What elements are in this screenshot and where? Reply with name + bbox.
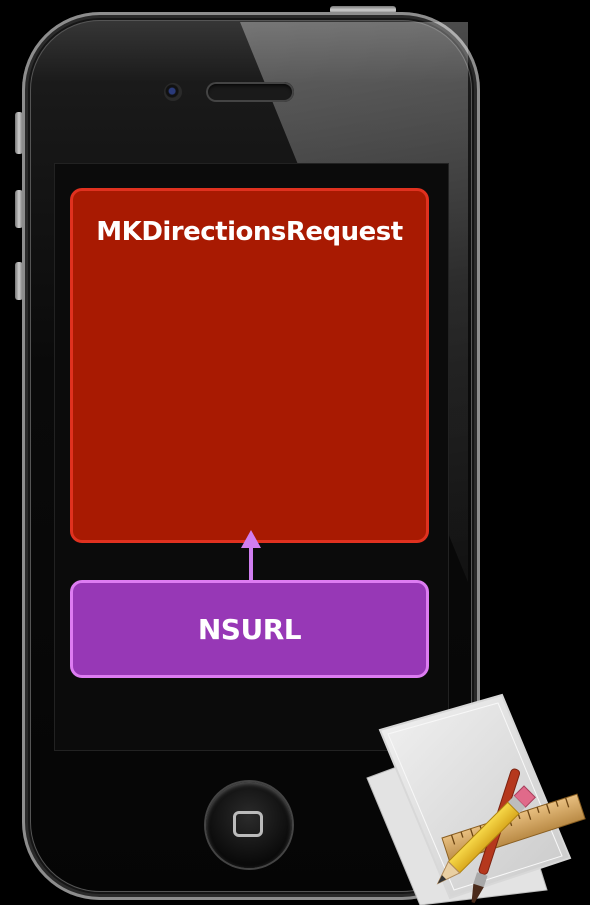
arrow-nsurl-to-mkdirectionsrequest (241, 530, 261, 580)
volume-down-button (15, 262, 23, 300)
home-square-icon (233, 811, 263, 837)
xcode-app-icon (366, 693, 586, 905)
speaker-icon (206, 82, 294, 102)
camera-icon (164, 83, 182, 101)
sleep-button (330, 6, 396, 14)
volume-up-button (15, 190, 23, 228)
mkdirectionsrequest-node: MKDirectionsRequest (70, 188, 429, 543)
nsurl-label: NSURL (197, 613, 302, 646)
home-button-icon (206, 782, 292, 868)
mute-switch (15, 112, 23, 154)
nsurl-node: NSURL (70, 580, 429, 678)
mkdirectionsrequest-label: MKDirectionsRequest (96, 217, 403, 247)
arrow-head (241, 530, 261, 548)
